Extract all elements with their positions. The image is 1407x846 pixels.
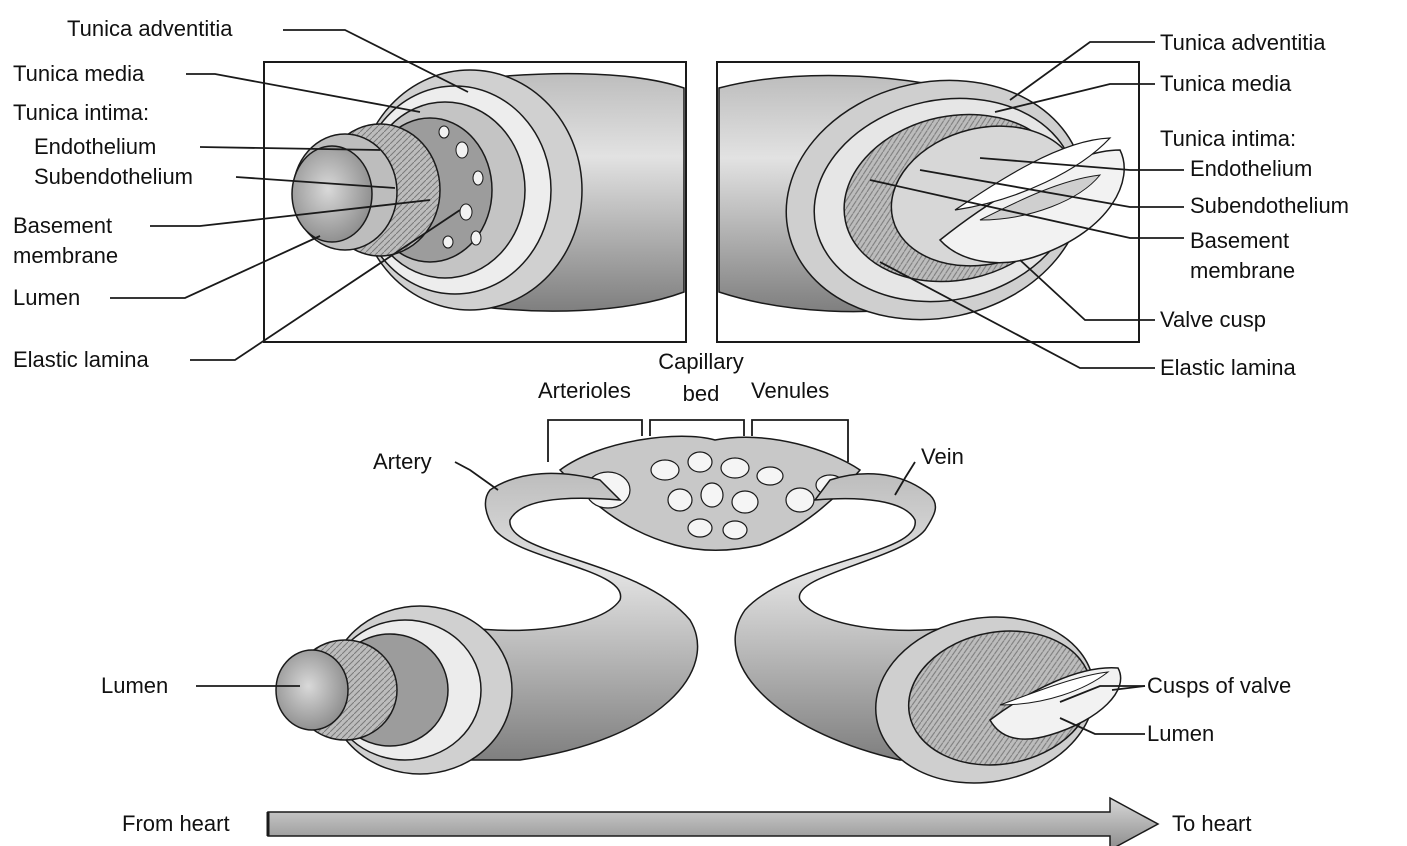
artery-tunica-intima-label: Tunica intima: — [13, 100, 149, 126]
vein-subendothelium-label: Subendothelium — [1190, 193, 1349, 219]
artery-subendothelium-label: Subendothelium — [34, 164, 193, 190]
artery-basement-label-line1: Basement — [13, 213, 112, 239]
artery-tunica-media-label: Tunica media — [13, 61, 144, 87]
from-heart-label: From heart — [122, 811, 230, 837]
vein-elastic-lamina-label: Elastic lamina — [1160, 355, 1296, 381]
capillary-bracket — [650, 420, 744, 436]
vein-basement-label-line2: membrane — [1190, 258, 1295, 284]
artery-lumen — [292, 146, 372, 242]
vein-tunica-media-label: Tunica media — [1160, 71, 1291, 97]
artery-label: Artery — [373, 449, 432, 475]
to-heart-label: To heart — [1172, 811, 1252, 837]
vein-valve-cusp-label: Valve cusp — [1160, 307, 1266, 333]
artery-basement-label-line2: membrane — [13, 243, 118, 269]
vein-label: Vein — [921, 444, 964, 470]
vein-cross-section — [717, 53, 1139, 346]
artery-tunica-adventitia-label: Tunica adventitia — [67, 16, 233, 42]
flow-arrow — [268, 798, 1158, 846]
vein-basement-label-line1: Basement — [1190, 228, 1289, 254]
cusps-of-valve-label: Cusps of valve — [1147, 673, 1291, 699]
vein-tunica-intima-label: Tunica intima: — [1160, 126, 1296, 152]
artery-cross-section — [264, 62, 686, 342]
capillary-bed-label-line2: bed — [646, 381, 756, 407]
arterioles-label: Arterioles — [538, 378, 631, 404]
bottom-lumen-right-label: Lumen — [1147, 721, 1214, 747]
venules-label: Venules — [751, 378, 829, 404]
bottom-artery-lumen — [276, 650, 348, 730]
circulation-loop — [276, 436, 1121, 800]
bottom-lumen-left-label: Lumen — [101, 673, 168, 699]
artery-endothelium-label: Endothelium — [34, 134, 156, 160]
capillary-bed-label-line1: Capillary — [646, 349, 756, 375]
bottom-artery-cross-section — [276, 606, 512, 774]
vein-endothelium-label: Endothelium — [1190, 156, 1312, 182]
artery-lumen-label: Lumen — [13, 285, 80, 311]
artery-elastic-lamina-label: Elastic lamina — [13, 347, 149, 373]
vein-tunica-adventitia-label: Tunica adventitia — [1160, 30, 1326, 56]
